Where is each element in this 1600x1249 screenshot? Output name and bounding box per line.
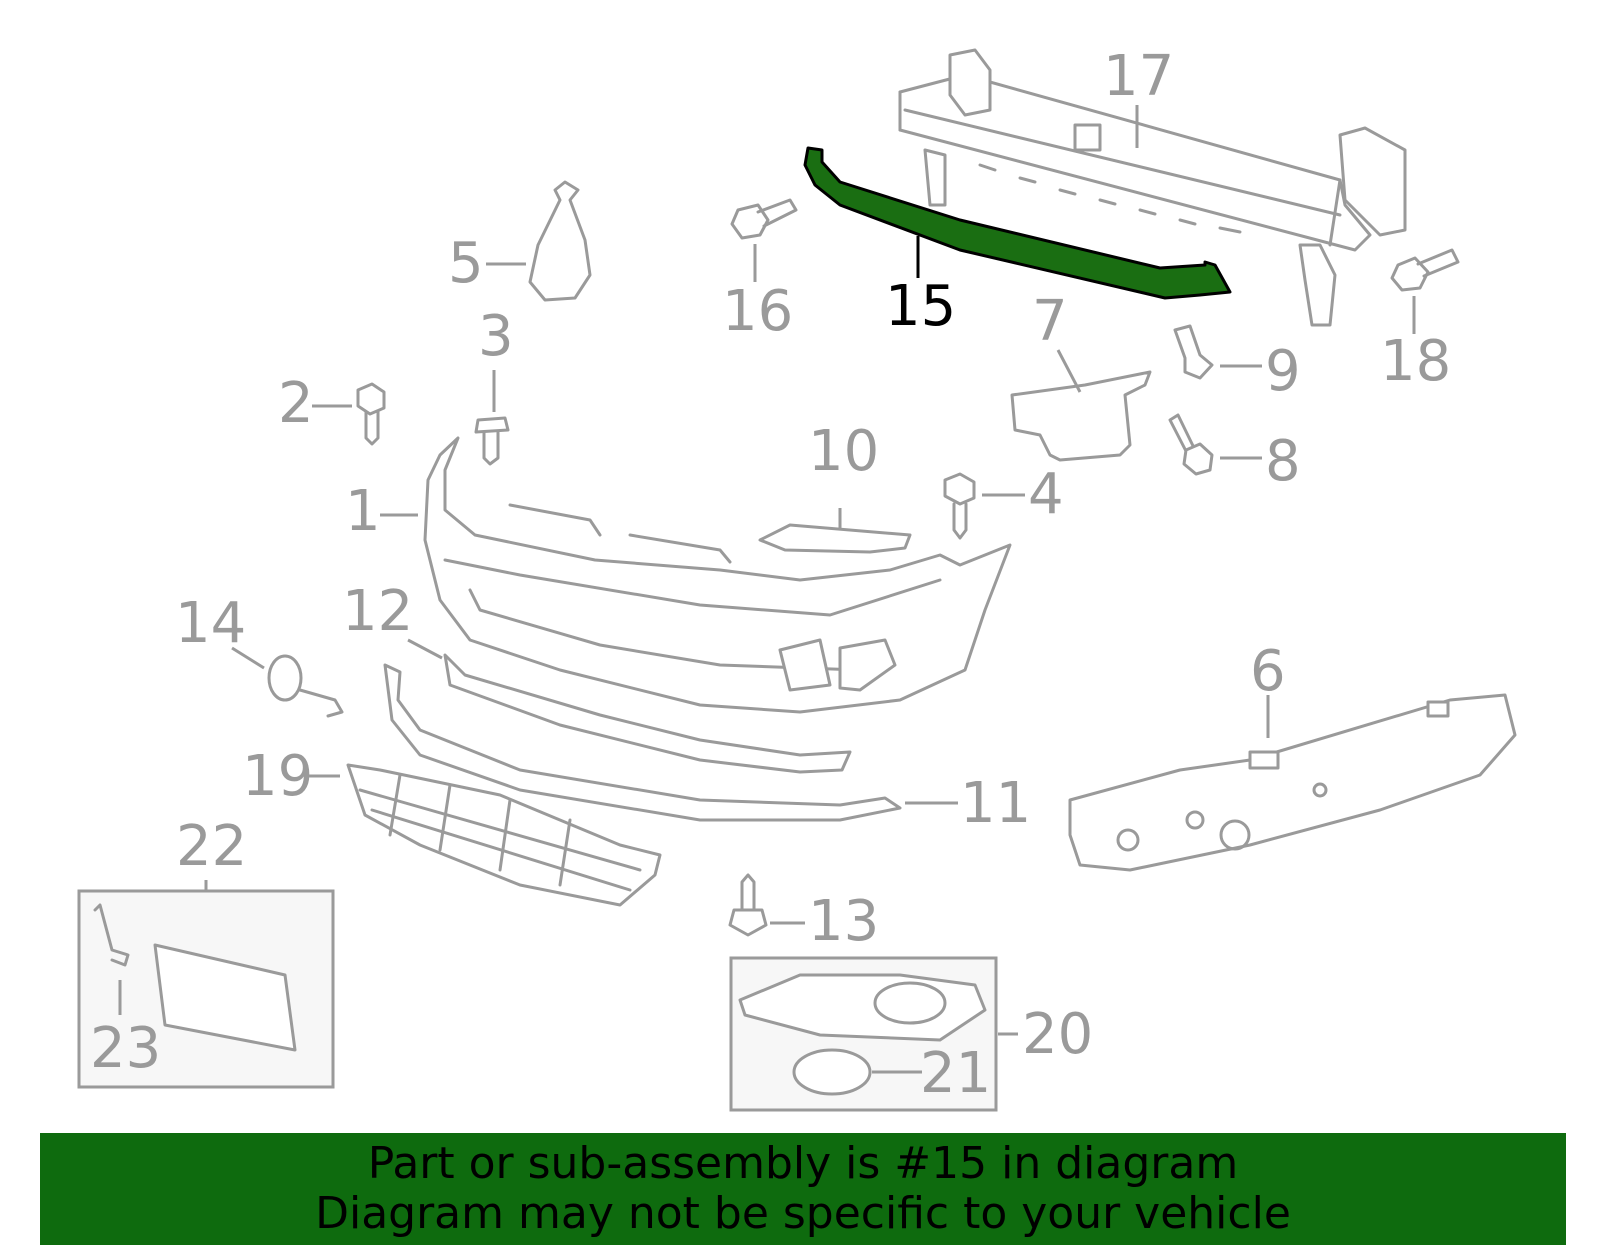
callout-14: 14 xyxy=(175,591,246,656)
callout-9: 9 xyxy=(1265,339,1301,404)
callout-19: 19 xyxy=(242,744,313,809)
part-16-bolt xyxy=(730,198,798,240)
callout-21: 21 xyxy=(920,1041,991,1106)
part-17-reinforcement xyxy=(898,48,1407,327)
part-19-grille xyxy=(346,763,662,907)
part-4-bolt xyxy=(943,472,976,540)
callout-12: 12 xyxy=(342,579,413,644)
callout-20: 20 xyxy=(1022,1002,1093,1067)
callout-15: 15 xyxy=(885,274,956,339)
callout-23: 23 xyxy=(90,1016,161,1081)
part-6-absorber xyxy=(1068,693,1517,872)
part-23-bracket xyxy=(93,903,130,967)
part-10-bracket xyxy=(758,523,912,554)
part-2-bolt xyxy=(356,382,386,446)
callout-7: 7 xyxy=(1032,289,1068,354)
part-18-bolt xyxy=(1390,248,1460,292)
callout-5: 5 xyxy=(448,231,484,296)
part-5-bag xyxy=(528,180,592,302)
part-8-bolt xyxy=(1168,413,1214,476)
part-13-bolt xyxy=(728,873,768,937)
part-9-clip xyxy=(1173,324,1214,380)
callout-4: 4 xyxy=(1028,462,1064,527)
info-banner: Part or sub-assembly is #15 in diagram D… xyxy=(40,1133,1566,1245)
callout-1: 1 xyxy=(345,479,381,544)
callout-18: 18 xyxy=(1380,329,1451,394)
part-3-clip xyxy=(474,416,510,466)
callout-17: 17 xyxy=(1103,44,1174,109)
callout-2: 2 xyxy=(278,371,314,436)
part-1-bumper-cover xyxy=(423,436,1012,714)
callout-11: 11 xyxy=(960,771,1031,836)
part-21-ring xyxy=(792,1048,872,1096)
part-14-clip xyxy=(267,654,344,718)
part-11-trim xyxy=(383,663,902,822)
callout-22: 22 xyxy=(176,814,247,879)
part-12-strip xyxy=(443,653,852,774)
part-15-absorber-bar xyxy=(803,146,1232,300)
part-22-plate xyxy=(153,943,297,1052)
callout-10: 10 xyxy=(808,419,879,484)
callout-6: 6 xyxy=(1250,639,1286,704)
callout-16: 16 xyxy=(722,279,793,344)
leader-lines xyxy=(118,105,1416,1074)
callout-3: 3 xyxy=(478,304,514,369)
banner-line-1: Part or sub-assembly is #15 in diagram xyxy=(367,1138,1239,1189)
banner-line-2: Diagram may not be specific to your vehi… xyxy=(315,1188,1291,1239)
callout-8: 8 xyxy=(1265,429,1301,494)
part-20-fog-housing xyxy=(738,973,987,1042)
part-7-bracket xyxy=(1010,370,1152,462)
callout-13: 13 xyxy=(808,889,879,954)
